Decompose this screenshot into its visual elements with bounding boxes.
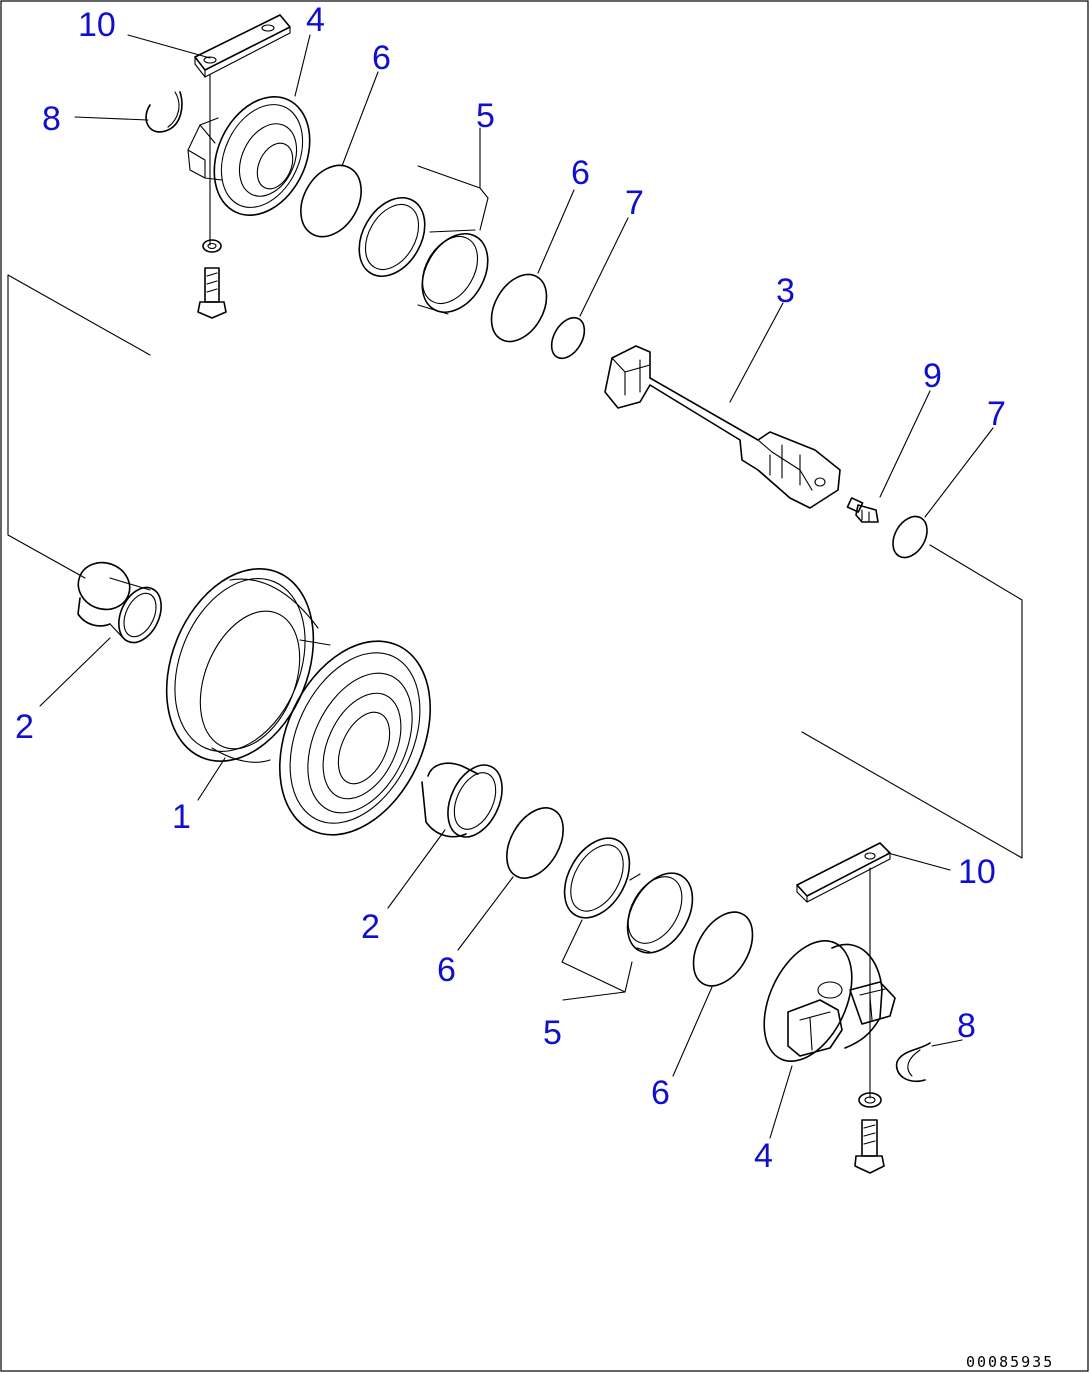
callout-6-top: 6 xyxy=(372,39,391,77)
part-3-shaft xyxy=(604,345,841,509)
callout-4-top: 4 xyxy=(306,1,325,39)
callout-10-top: 10 xyxy=(78,6,116,44)
leader-lines xyxy=(39,34,994,1139)
callout-6-bottom: 6 xyxy=(651,1074,670,1112)
callout-5-top: 5 xyxy=(476,97,495,135)
callout-10-bottom: 10 xyxy=(958,853,996,891)
part-2-bushing-center xyxy=(421,762,503,838)
part-9-plug xyxy=(846,497,879,523)
part-6-o-ring-top xyxy=(300,164,362,238)
part-5-seal-pair-top xyxy=(358,197,489,315)
part-4-end-cap-top xyxy=(187,96,311,216)
drawing-code: 00085935 xyxy=(966,1353,1054,1371)
part-6-o-ring-mid xyxy=(490,273,548,343)
part-6-o-ring-bottom xyxy=(692,911,754,987)
callout-6-low: 6 xyxy=(437,951,456,989)
callout-1: 1 xyxy=(172,798,191,836)
bolt-bottom xyxy=(854,1092,885,1174)
part-10-plate-top xyxy=(194,14,291,246)
callout-3: 3 xyxy=(776,272,795,310)
callout-5-low: 5 xyxy=(543,1014,562,1052)
callout-7-right: 7 xyxy=(987,395,1006,433)
callout-8-top: 8 xyxy=(42,100,61,138)
callout-6-mid: 6 xyxy=(571,154,590,192)
part-7-o-ring-top xyxy=(550,316,586,360)
assembly-boundary-lines xyxy=(7,274,1023,859)
callout-4-bottom: 4 xyxy=(754,1137,773,1175)
callout-8-bottom: 8 xyxy=(957,1007,976,1045)
callout-9: 9 xyxy=(923,357,942,395)
part-1-roller xyxy=(165,568,432,836)
bolt-top xyxy=(197,239,227,319)
part-2-bushing-left xyxy=(77,561,162,644)
callout-2-left: 2 xyxy=(15,708,34,746)
part-4-end-cap-bottom xyxy=(763,940,896,1062)
part-6-o-ring-low xyxy=(506,807,564,879)
callout-labels: 10 4 6 8 5 6 7 3 9 7 2 1 2 6 5 6 4 10 8 xyxy=(15,1,1006,1175)
callout-7-top: 7 xyxy=(625,184,644,222)
callout-2-center: 2 xyxy=(361,908,380,946)
part-5-seal-pair-low xyxy=(563,837,694,954)
part-7-o-ring-right xyxy=(892,515,928,559)
part-8-clip-bottom xyxy=(895,1042,931,1082)
part-10-plate-bottom xyxy=(796,842,891,1099)
part-8-clip-top xyxy=(145,91,183,133)
